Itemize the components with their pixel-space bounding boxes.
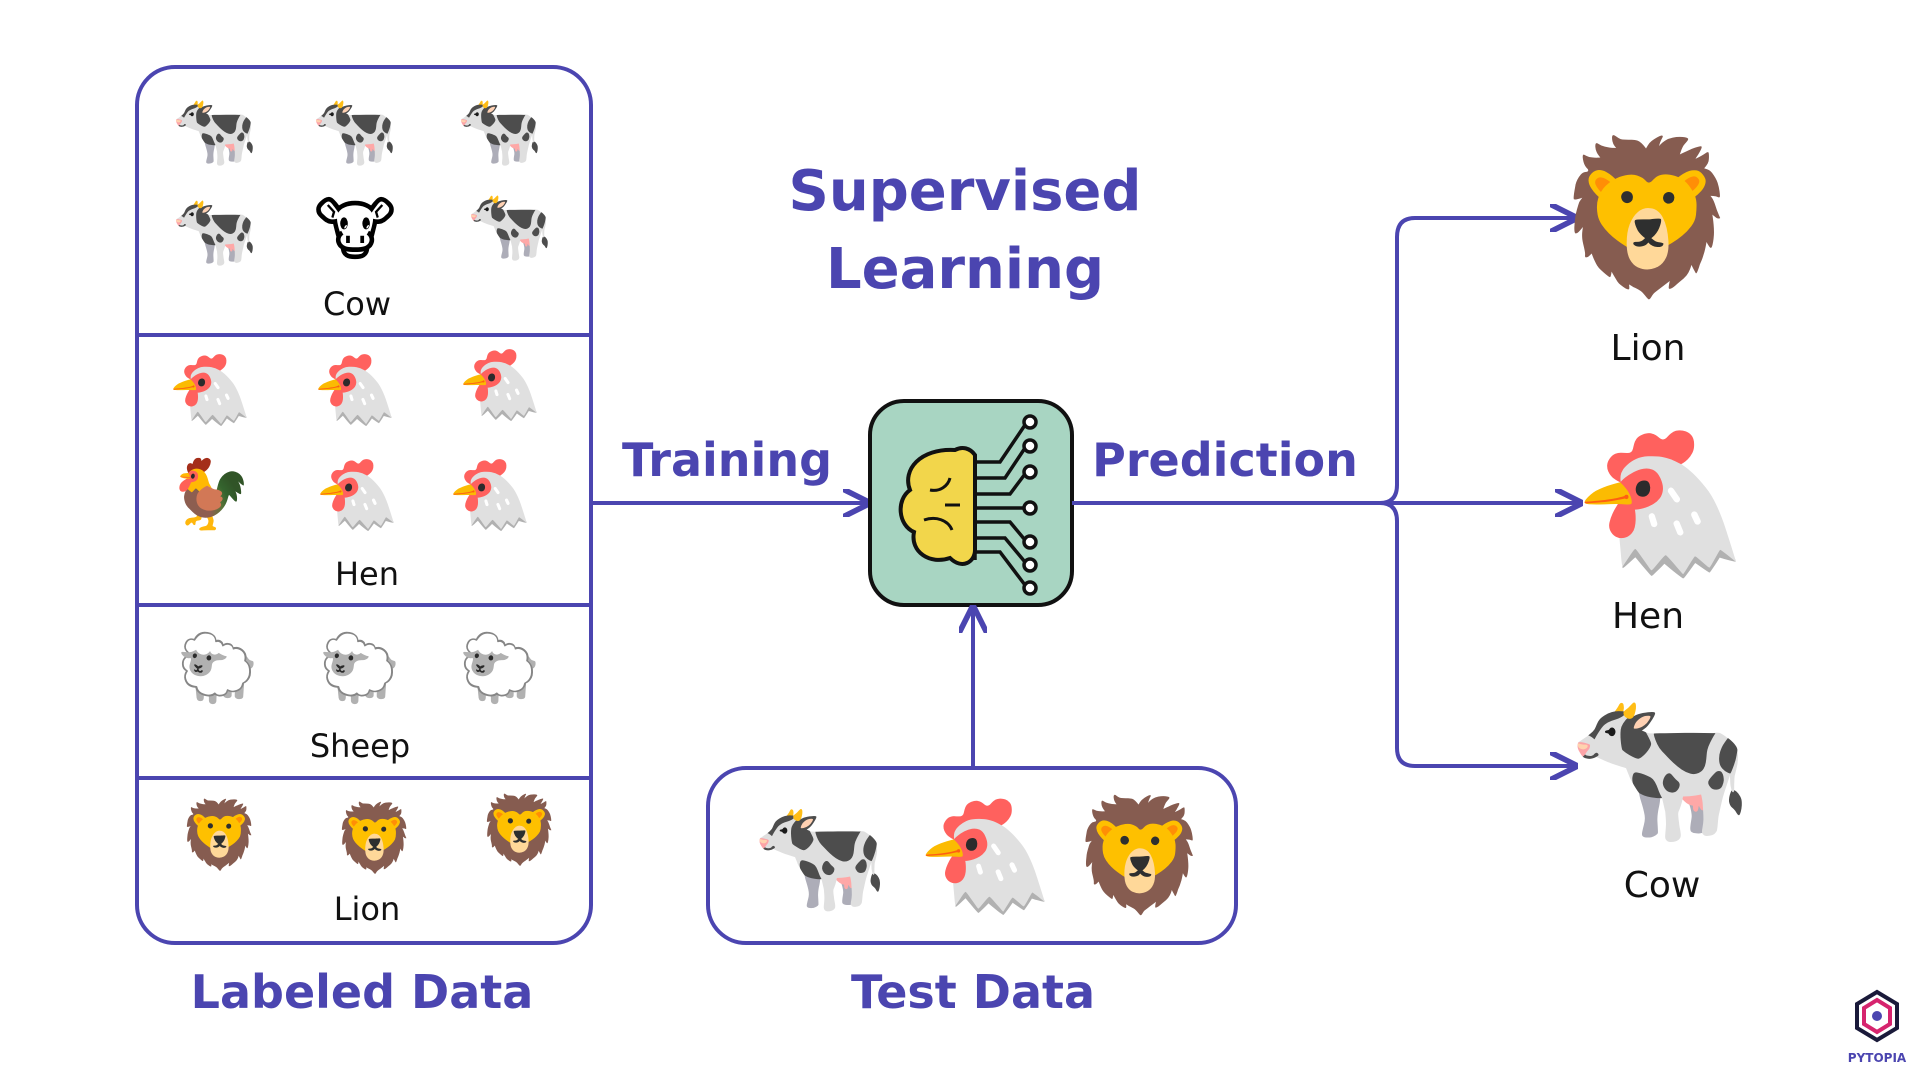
- prediction-label-hen: Hen: [1612, 596, 1684, 637]
- brain-circuit-icon: [898, 414, 1038, 596]
- sheep-icon: 🐑: [459, 629, 541, 707]
- pytopia-logo: PYTOPIA: [1848, 989, 1907, 1065]
- brand-name: PYTOPIA: [1848, 1051, 1907, 1065]
- prediction-lion: 🦁 Lion: [1555, 131, 1742, 369]
- cow-group: 🐄 🐄 🐄 🐄 🐮 🐄 Cow: [171, 89, 553, 323]
- prediction-label-lion: Lion: [1611, 328, 1686, 369]
- lion-icon: 🦁: [1072, 791, 1209, 919]
- cow-icon: 🐄: [456, 89, 543, 171]
- pytopia-logo-icon: [1855, 989, 1899, 1043]
- test-data-caption: Test Data: [851, 965, 1095, 1019]
- hen-icon: 🐔: [917, 791, 1054, 919]
- group-label-lion: Lion: [334, 890, 401, 928]
- prediction-label: Prediction: [1092, 433, 1358, 487]
- test-data-panel: 🐄 🐔 🦁: [706, 766, 1238, 945]
- hen-icon: 🐔: [313, 351, 398, 430]
- title-line-1: Supervised: [789, 159, 1142, 224]
- sheep-icon: 🐑: [177, 629, 259, 707]
- cow-icon: 🐄: [752, 791, 889, 919]
- prediction-hen: 🐔 Hen: [1573, 422, 1747, 638]
- hen-icon: 🐔: [315, 456, 400, 535]
- prediction-label-cow: Cow: [1624, 865, 1701, 906]
- group-label-sheep: Sheep: [310, 727, 410, 765]
- cow-icon: 🐄: [171, 189, 258, 271]
- lion-icon: 🦁: [179, 797, 261, 874]
- labeled-data-caption: Labeled Data: [191, 965, 534, 1019]
- training-label: Training: [622, 433, 832, 487]
- lion-group: 🦁 🦁 🦁 Lion: [179, 792, 561, 929]
- prediction-cow: 🐄 Cow: [1567, 679, 1754, 906]
- hen-icon: 🐔: [448, 456, 533, 535]
- sheep-icon: 🐑: [319, 629, 401, 707]
- group-label-hen: Hen: [335, 555, 399, 593]
- cow-icon: 🐄: [1567, 679, 1754, 853]
- cow-icon: 🐄: [171, 89, 258, 171]
- group-label-cow: Cow: [323, 285, 391, 323]
- lion-icon: 🦁: [334, 800, 416, 877]
- model-box: [868, 399, 1074, 607]
- title-line-2: Learning: [826, 237, 1104, 302]
- lion-icon: 🦁: [479, 792, 561, 869]
- hen-icon: 🐔: [168, 351, 253, 430]
- cow-icon: 🐄: [311, 89, 398, 171]
- cow-icon: 🐮: [314, 189, 397, 271]
- hen-icon: 🐔: [1573, 422, 1747, 585]
- hen-icon: 🐔: [458, 346, 543, 425]
- prediction-arrows: [1072, 218, 1580, 766]
- cow-icon: 🐄: [466, 184, 553, 266]
- hen-group: 🐔 🐔 🐔 🐓 🐔 🐔 Hen: [168, 346, 543, 594]
- labeled-data-panel: 🐄 🐄 🐄 🐄 🐮 🐄 Cow 🐔 🐔 🐔 🐓 🐔 🐔 Hen 🐑 🐑 🐑 Sh…: [135, 65, 593, 945]
- sheep-group: 🐑 🐑 🐑 Sheep: [177, 629, 541, 766]
- hen-icon: 🐓: [168, 456, 253, 535]
- lion-icon: 🦁: [1555, 131, 1742, 305]
